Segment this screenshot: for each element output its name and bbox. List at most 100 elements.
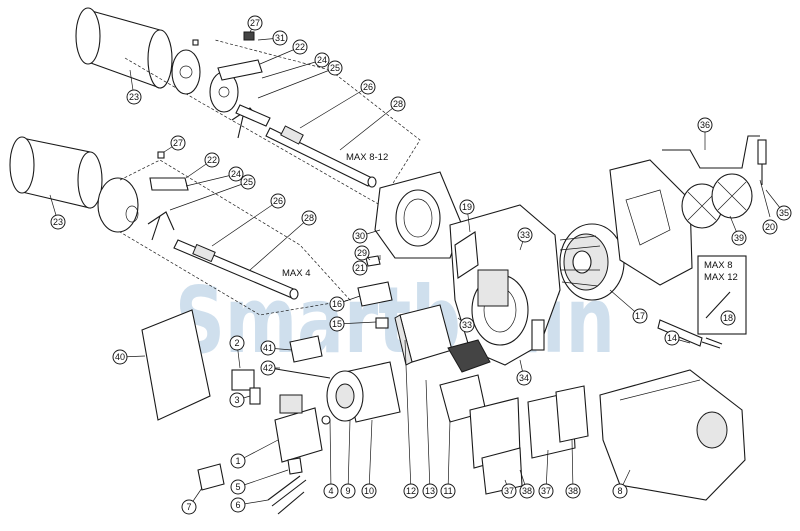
svg-text:23: 23 xyxy=(53,217,63,227)
svg-text:36: 36 xyxy=(700,120,710,130)
oil-pump xyxy=(197,394,323,515)
svg-text:24: 24 xyxy=(317,55,327,65)
svg-text:21: 21 xyxy=(355,263,365,273)
callout-8: 8 xyxy=(612,483,628,499)
callout-20: 20 xyxy=(762,219,778,235)
callout-29: 29 xyxy=(354,245,370,261)
svg-text:31: 31 xyxy=(275,33,285,43)
callout-12: 12 xyxy=(403,483,419,499)
svg-text:25: 25 xyxy=(243,177,253,187)
burner-housing xyxy=(449,204,561,366)
svg-text:3: 3 xyxy=(234,395,239,405)
svg-text:28: 28 xyxy=(304,213,314,223)
callout-33a: 33 xyxy=(517,227,533,243)
callout-23a: 23 xyxy=(126,89,142,105)
svg-text:38: 38 xyxy=(568,486,578,496)
label-max-4: MAX 4 xyxy=(282,268,311,279)
solenoid-valve xyxy=(231,335,331,405)
svg-text:42: 42 xyxy=(263,363,273,373)
inset-tool xyxy=(705,291,731,319)
callout-35: 35 xyxy=(776,205,792,221)
callout-28b: 28 xyxy=(301,210,317,226)
svg-text:37: 37 xyxy=(504,486,514,496)
svg-text:6: 6 xyxy=(235,500,240,510)
lower-blast-tube-group xyxy=(9,136,351,316)
callout-37a: 37 xyxy=(501,483,517,499)
svg-text:9: 9 xyxy=(345,486,350,496)
svg-text:29: 29 xyxy=(357,248,367,258)
svg-text:17: 17 xyxy=(635,311,645,321)
label-max-8: MAX 8 xyxy=(704,260,733,271)
svg-text:40: 40 xyxy=(115,352,125,362)
callout-23b: 23 xyxy=(50,214,66,230)
callout-34: 34 xyxy=(516,370,532,386)
svg-text:35: 35 xyxy=(779,208,789,218)
svg-text:22: 22 xyxy=(295,42,305,52)
callout-16: 16 xyxy=(329,296,345,312)
svg-text:13: 13 xyxy=(425,486,435,496)
callout-25b: 25 xyxy=(240,174,256,190)
label-max-8-12: MAX 8-12 xyxy=(346,152,388,163)
callout-26b: 26 xyxy=(270,193,286,209)
callout-14: 14 xyxy=(664,330,680,346)
callout-11: 11 xyxy=(440,483,456,499)
fan-wheel xyxy=(559,223,625,301)
bracket-plate xyxy=(141,309,211,421)
callout-27a: 27 xyxy=(247,15,263,31)
svg-text:26: 26 xyxy=(363,82,373,92)
callout-18: 18 xyxy=(720,310,736,326)
callout-24a: 24 xyxy=(314,52,330,68)
svg-text:33: 33 xyxy=(520,230,530,240)
svg-text:4: 4 xyxy=(328,486,333,496)
callout-2: 2 xyxy=(229,335,245,351)
svg-text:10: 10 xyxy=(364,486,374,496)
svg-text:7: 7 xyxy=(186,502,191,512)
callout-27b: 27 xyxy=(170,135,186,151)
svg-text:20: 20 xyxy=(765,222,775,232)
callout-6: 6 xyxy=(230,497,246,513)
svg-text:41: 41 xyxy=(263,343,273,353)
callout-36: 36 xyxy=(697,117,713,133)
svg-text:38: 38 xyxy=(522,486,532,496)
flange-gasket xyxy=(374,171,463,259)
svg-text:27: 27 xyxy=(250,18,260,28)
callout-1: 1 xyxy=(230,453,246,469)
callout-10: 10 xyxy=(361,483,377,499)
svg-text:8: 8 xyxy=(617,486,622,496)
callout-22a: 22 xyxy=(292,39,308,55)
svg-text:19: 19 xyxy=(462,202,472,212)
callout-17: 17 xyxy=(632,308,648,324)
label-max-12: MAX 12 xyxy=(704,272,738,283)
callout-38b: 38 xyxy=(565,483,581,499)
svg-text:23: 23 xyxy=(129,92,139,102)
callout-22b: 22 xyxy=(204,152,220,168)
callout-30: 30 xyxy=(352,228,368,244)
svg-text:5: 5 xyxy=(235,482,240,492)
svg-text:28: 28 xyxy=(393,99,403,109)
callout-24b: 24 xyxy=(228,166,244,182)
callout-25a: 25 xyxy=(327,60,343,76)
svg-text:24: 24 xyxy=(231,169,241,179)
svg-text:16: 16 xyxy=(332,299,342,309)
small-parts xyxy=(357,255,393,329)
callout-38a: 38 xyxy=(519,483,535,499)
svg-text:34: 34 xyxy=(519,373,529,383)
svg-text:30: 30 xyxy=(355,231,365,241)
svg-text:2: 2 xyxy=(234,338,239,348)
air-inlet-cover xyxy=(609,135,767,286)
burner-cover xyxy=(599,369,746,501)
control-components xyxy=(394,304,589,495)
upper-blast-tube-group xyxy=(75,7,421,206)
callout-7: 7 xyxy=(181,499,197,515)
callout-3: 3 xyxy=(229,392,245,408)
callout-15: 15 xyxy=(329,316,345,332)
callout-42: 42 xyxy=(260,360,276,376)
svg-text:33: 33 xyxy=(462,320,472,330)
svg-text:37: 37 xyxy=(541,486,551,496)
svg-text:26: 26 xyxy=(273,196,283,206)
callout-26a: 26 xyxy=(360,79,376,95)
callout-37b: 37 xyxy=(538,483,554,499)
callout-19: 19 xyxy=(459,199,475,215)
